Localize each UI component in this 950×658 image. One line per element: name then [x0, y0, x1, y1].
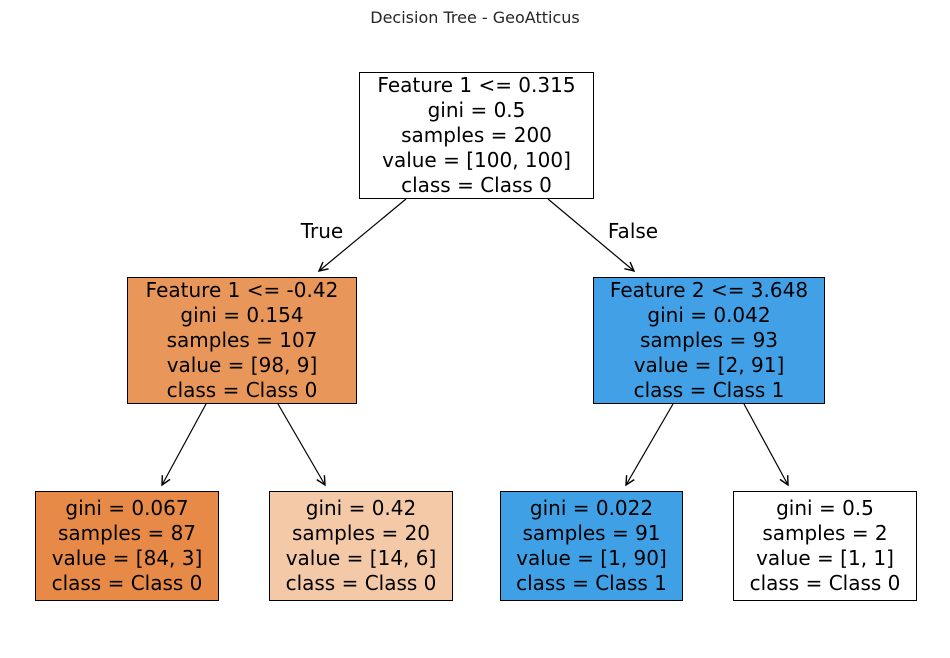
node-value: value = [2, 91] — [633, 353, 785, 377]
tree-leaf-right-right: gini = 0.5 samples = 2 value = [1, 1] cl… — [733, 491, 917, 601]
node-value: value = [84, 3] — [51, 546, 203, 570]
node-class: class = Class 1 — [633, 378, 785, 402]
node-samples: samples = 200 — [401, 123, 552, 147]
node-samples: samples = 107 — [166, 328, 318, 352]
edge-right-to-rightright — [743, 403, 789, 487]
tree-leaf-left-left: gini = 0.067 samples = 87 value = [84, 3… — [35, 491, 219, 601]
node-condition: Feature 1 <= 0.315 — [377, 73, 576, 97]
node-gini: gini = 0.5 — [776, 496, 874, 520]
node-gini: gini = 0.042 — [647, 303, 771, 327]
edge-label-false: False — [607, 219, 659, 243]
edge-left-to-leftleft — [161, 403, 207, 487]
node-condition: Feature 1 <= -0.42 — [145, 278, 339, 302]
node-samples: samples = 87 — [57, 521, 197, 545]
node-value: value = [14, 6] — [285, 546, 437, 570]
node-gini: gini = 0.42 — [305, 496, 417, 520]
tree-node-left: Feature 1 <= -0.42 gini = 0.154 samples … — [127, 277, 357, 404]
node-value: value = [1, 90] — [516, 546, 667, 570]
node-class: class = Class 1 — [516, 571, 667, 595]
node-samples: samples = 2 — [762, 521, 888, 545]
tree-leaf-right-left: gini = 0.022 samples = 91 value = [1, 90… — [500, 491, 683, 601]
figure-title: Decision Tree - GeoAtticus — [370, 8, 580, 27]
node-class: class = Class 0 — [285, 571, 437, 595]
tree-leaf-left-right: gini = 0.42 samples = 20 value = [14, 6]… — [269, 491, 453, 601]
node-samples: samples = 93 — [639, 328, 779, 352]
node-value: value = [1, 1] — [756, 546, 894, 570]
edge-right-to-rightleft — [625, 403, 674, 487]
node-class: class = Class 0 — [51, 571, 203, 595]
tree-node-root: Feature 1 <= 0.315 gini = 0.5 samples = … — [359, 72, 594, 199]
node-samples: samples = 91 — [522, 521, 661, 545]
node-samples: samples = 20 — [291, 521, 431, 545]
node-value: value = [100, 100] — [382, 148, 571, 172]
tree-node-right: Feature 2 <= 3.648 gini = 0.042 samples … — [593, 277, 825, 404]
node-condition: Feature 2 <= 3.648 — [609, 278, 809, 302]
node-gini: gini = 0.022 — [529, 496, 654, 520]
edge-left-to-leftright — [277, 403, 326, 487]
edge-label-true: True — [300, 219, 344, 243]
node-class: class = Class 0 — [401, 173, 552, 197]
node-gini: gini = 0.5 — [427, 98, 526, 122]
node-gini: gini = 0.154 — [180, 303, 304, 327]
node-class: class = Class 0 — [749, 571, 901, 595]
node-value: value = [98, 9] — [166, 353, 318, 377]
node-class: class = Class 0 — [166, 378, 318, 402]
node-gini: gini = 0.067 — [65, 496, 189, 520]
